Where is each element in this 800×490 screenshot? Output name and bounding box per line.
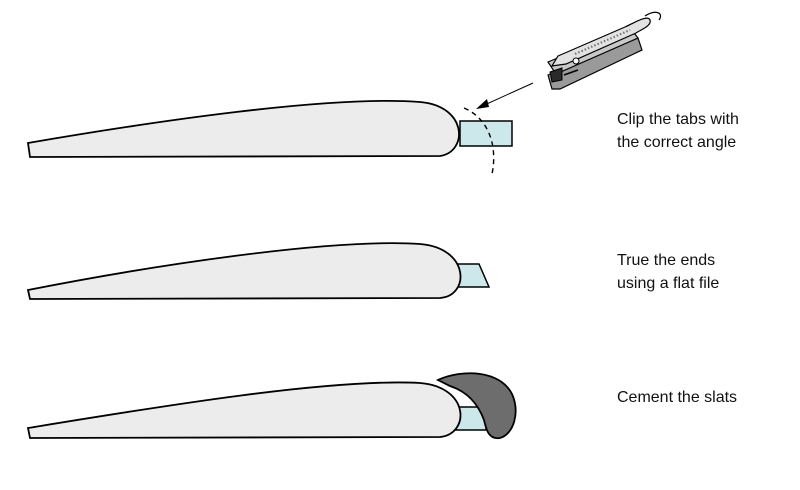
caption-line: using a flat file [617, 275, 720, 292]
nail-clipper-icon [547, 11, 662, 90]
step-2-illustration [26, 242, 491, 300]
caption-line: True the ends [617, 252, 716, 269]
wing-airfoil [26, 381, 462, 439]
step-1-caption: Clip the tabs with the correct angle [617, 108, 739, 154]
step-2-caption: True the ends using a flat file [617, 249, 719, 295]
pointer-arrow-head [476, 99, 489, 109]
step-3-caption: Cement the slats [617, 386, 737, 409]
pointer-arrow-line [479, 82, 534, 108]
cut-line [463, 107, 495, 175]
wing-airfoil [26, 242, 462, 300]
wing-tab [459, 120, 513, 147]
caption-line: the correct angle [617, 134, 737, 151]
step-3-illustration [26, 372, 517, 440]
caption-line: Clip the tabs with [617, 111, 739, 128]
wing-airfoil [26, 99, 460, 158]
step-1-illustration [26, 82, 534, 175]
caption-line: Cement the slats [617, 389, 738, 406]
leading-edge-slat [435, 372, 517, 440]
